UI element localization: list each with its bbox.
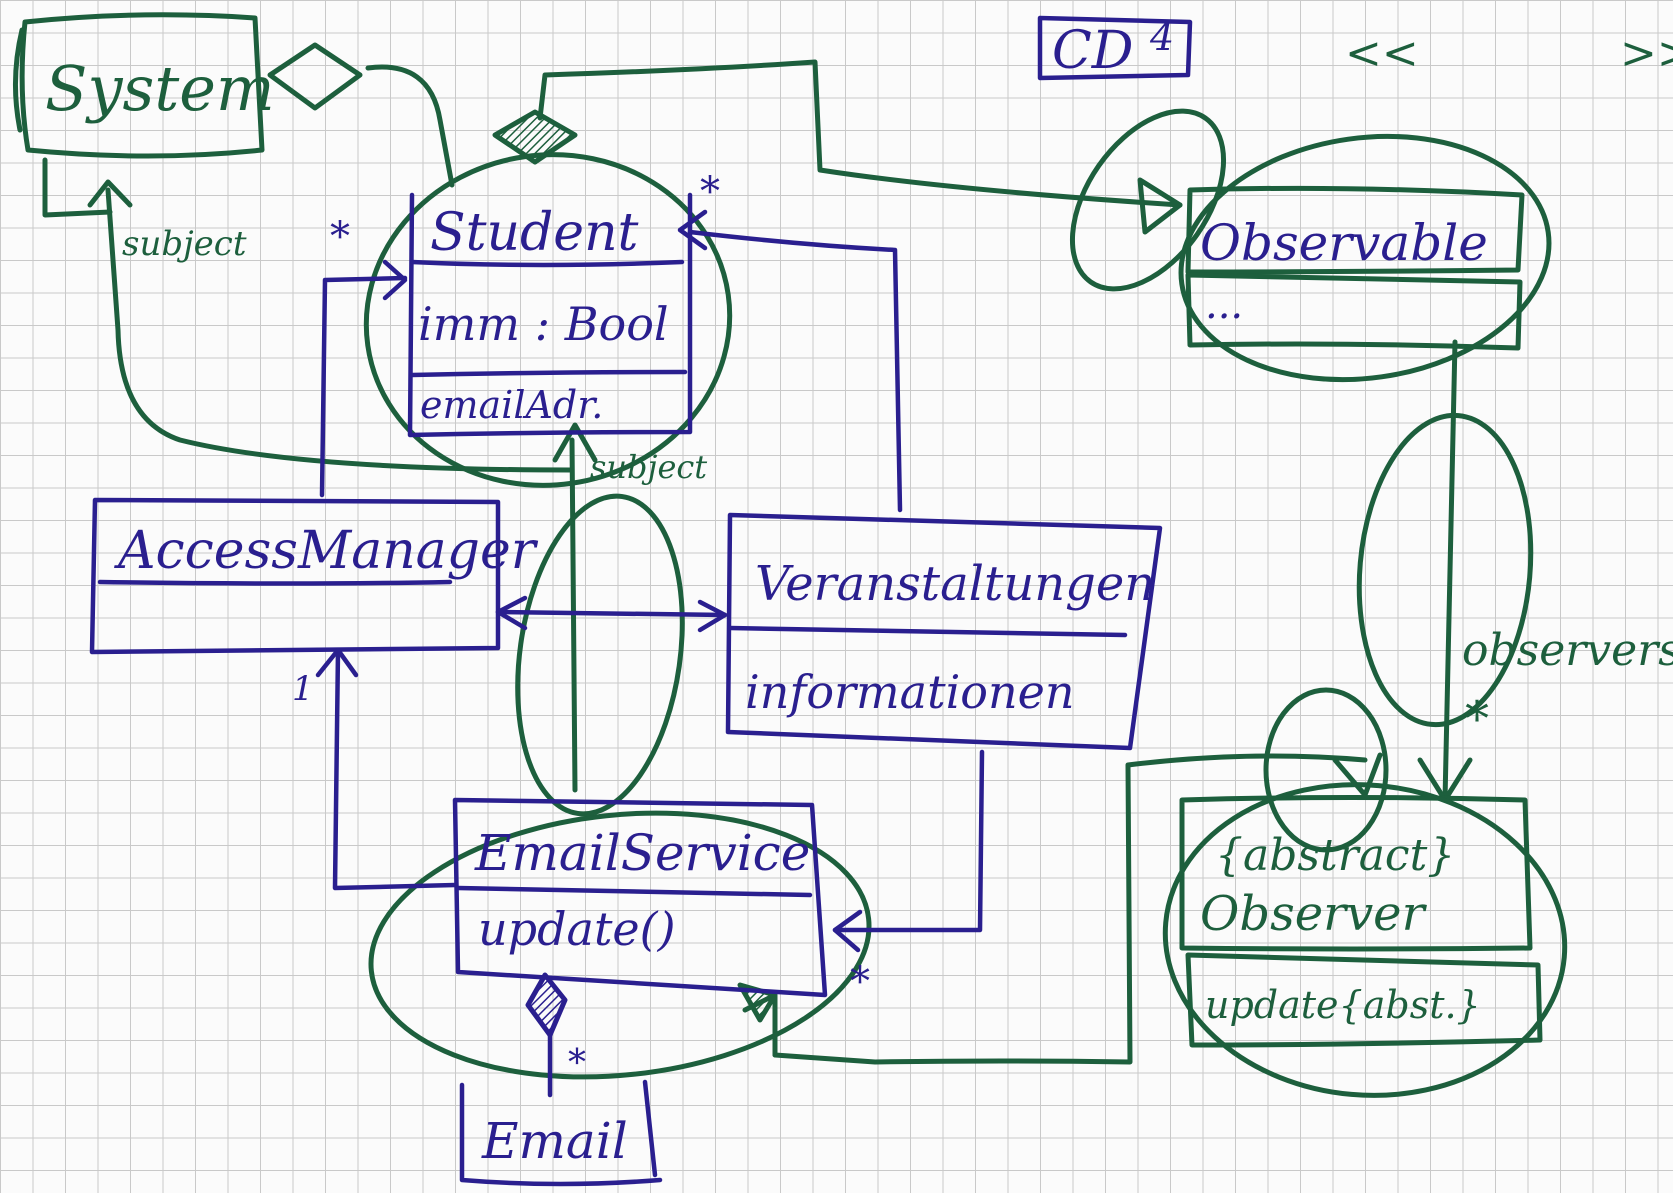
emailservice-op: update(): [478, 902, 676, 956]
observable-attr-box: [1185, 272, 1523, 351]
corner-mark-right: >>: [1620, 28, 1673, 79]
emailservice-class-name: EmailService: [474, 824, 810, 882]
veranstaltungen-to-emailservice: [832, 749, 985, 933]
blue-ink-layer: [89, 15, 1193, 1187]
system-box: [19, 12, 265, 159]
observer-class-name: Observer: [1200, 886, 1428, 942]
email-class-name: Email: [481, 1112, 628, 1170]
arrow-right-v: [697, 599, 728, 633]
emailservice-box: [452, 797, 828, 998]
student-name-divider: [409, 259, 685, 268]
observer-op-box: [1185, 952, 1543, 1048]
observer-op: update{abst.}: [1205, 983, 1481, 1027]
veranstaltungen-class-name: Veranstaltungen: [755, 556, 1155, 612]
highlight-observer-tri: [1263, 687, 1389, 853]
emailservice-to-accessmanager: [332, 647, 458, 891]
subject-label-student: subject: [590, 448, 707, 486]
mult-star-student-left: *: [330, 214, 350, 260]
observable-box: [1185, 185, 1525, 275]
cd-tag-box: [1037, 15, 1193, 81]
emailservice-to-observer-line: [772, 753, 1368, 1065]
email-box: [459, 1079, 663, 1187]
accessmanager-to-student: [319, 275, 408, 498]
email-composition-diamond: [525, 972, 568, 1038]
mult-star-email: *: [568, 1043, 586, 1084]
system-to-student-line: [365, 64, 455, 188]
highlight-observable: [1178, 133, 1552, 383]
mult-star-emailservice: *: [850, 959, 870, 1005]
emailservice-divider: [455, 885, 813, 898]
mult-star-observers: *: [1465, 691, 1489, 747]
subject-arrow: [87, 179, 133, 208]
observers-label: observers: [1462, 625, 1673, 676]
highlight-observable-tri: [1069, 108, 1227, 292]
student-to-observable-line: [537, 59, 1183, 208]
subject-label-system: subject: [122, 224, 247, 264]
accessmanager-box: [89, 497, 501, 655]
highlight-subject-line: [515, 493, 685, 817]
mult-one-access: 1: [292, 669, 314, 709]
highlight-observer: [1162, 782, 1568, 1098]
arrow-up-am: [315, 647, 359, 678]
system-box-left-bracket: [12, 27, 25, 133]
system-diamond: [267, 42, 363, 111]
subject-line: [105, 187, 575, 473]
corner-mark-left: <<: [1345, 28, 1419, 79]
subject-arrow-student: [552, 422, 598, 463]
arrow-left-es: [832, 909, 863, 953]
student-attr-divider: [409, 369, 688, 378]
cd-tag-number: 4: [1149, 15, 1174, 59]
system-class-name: System: [45, 52, 275, 125]
observer-box: [1179, 795, 1533, 952]
highlight-student: [363, 152, 733, 488]
veranstaltungen-attr: informationen: [745, 665, 1074, 719]
accessmanager-divider: [97, 579, 453, 586]
highlight-observers: [1356, 412, 1534, 728]
arrow-left-am: [495, 595, 528, 631]
highlight-emailservice: [368, 810, 872, 1080]
student-attr-imm: imm : Bool: [418, 297, 669, 351]
observable-generalization-arrow: [1137, 177, 1183, 235]
observable-attr: ...: [1205, 282, 1243, 328]
veranstaltungen-divider: [727, 625, 1128, 638]
student-attr-email: emailAdr.: [420, 383, 603, 427]
student-composition-diamond: [492, 109, 578, 165]
student-box-outer: [407, 192, 693, 438]
cd-tag-label: CD: [1052, 21, 1133, 81]
observable-class-name: Observable: [1200, 214, 1488, 272]
observers-line: [1442, 339, 1458, 803]
veranstaltungen-to-student: [687, 229, 903, 513]
accessmanager-class-name: AccessManager: [114, 521, 539, 581]
observer-generalization-arrow: [1332, 752, 1383, 798]
veranstaltungen-box: [725, 512, 1163, 751]
system-bracket-bottom: [42, 157, 113, 218]
observer-stereotype: {abstract}: [1215, 830, 1455, 881]
student-arrow-right: [677, 209, 708, 251]
student-class-name: Student: [430, 203, 639, 263]
student-arrow-left: [382, 259, 408, 301]
mult-star-student-right: *: [700, 169, 720, 215]
accessmanager-veranstaltungen-line: [495, 609, 728, 618]
